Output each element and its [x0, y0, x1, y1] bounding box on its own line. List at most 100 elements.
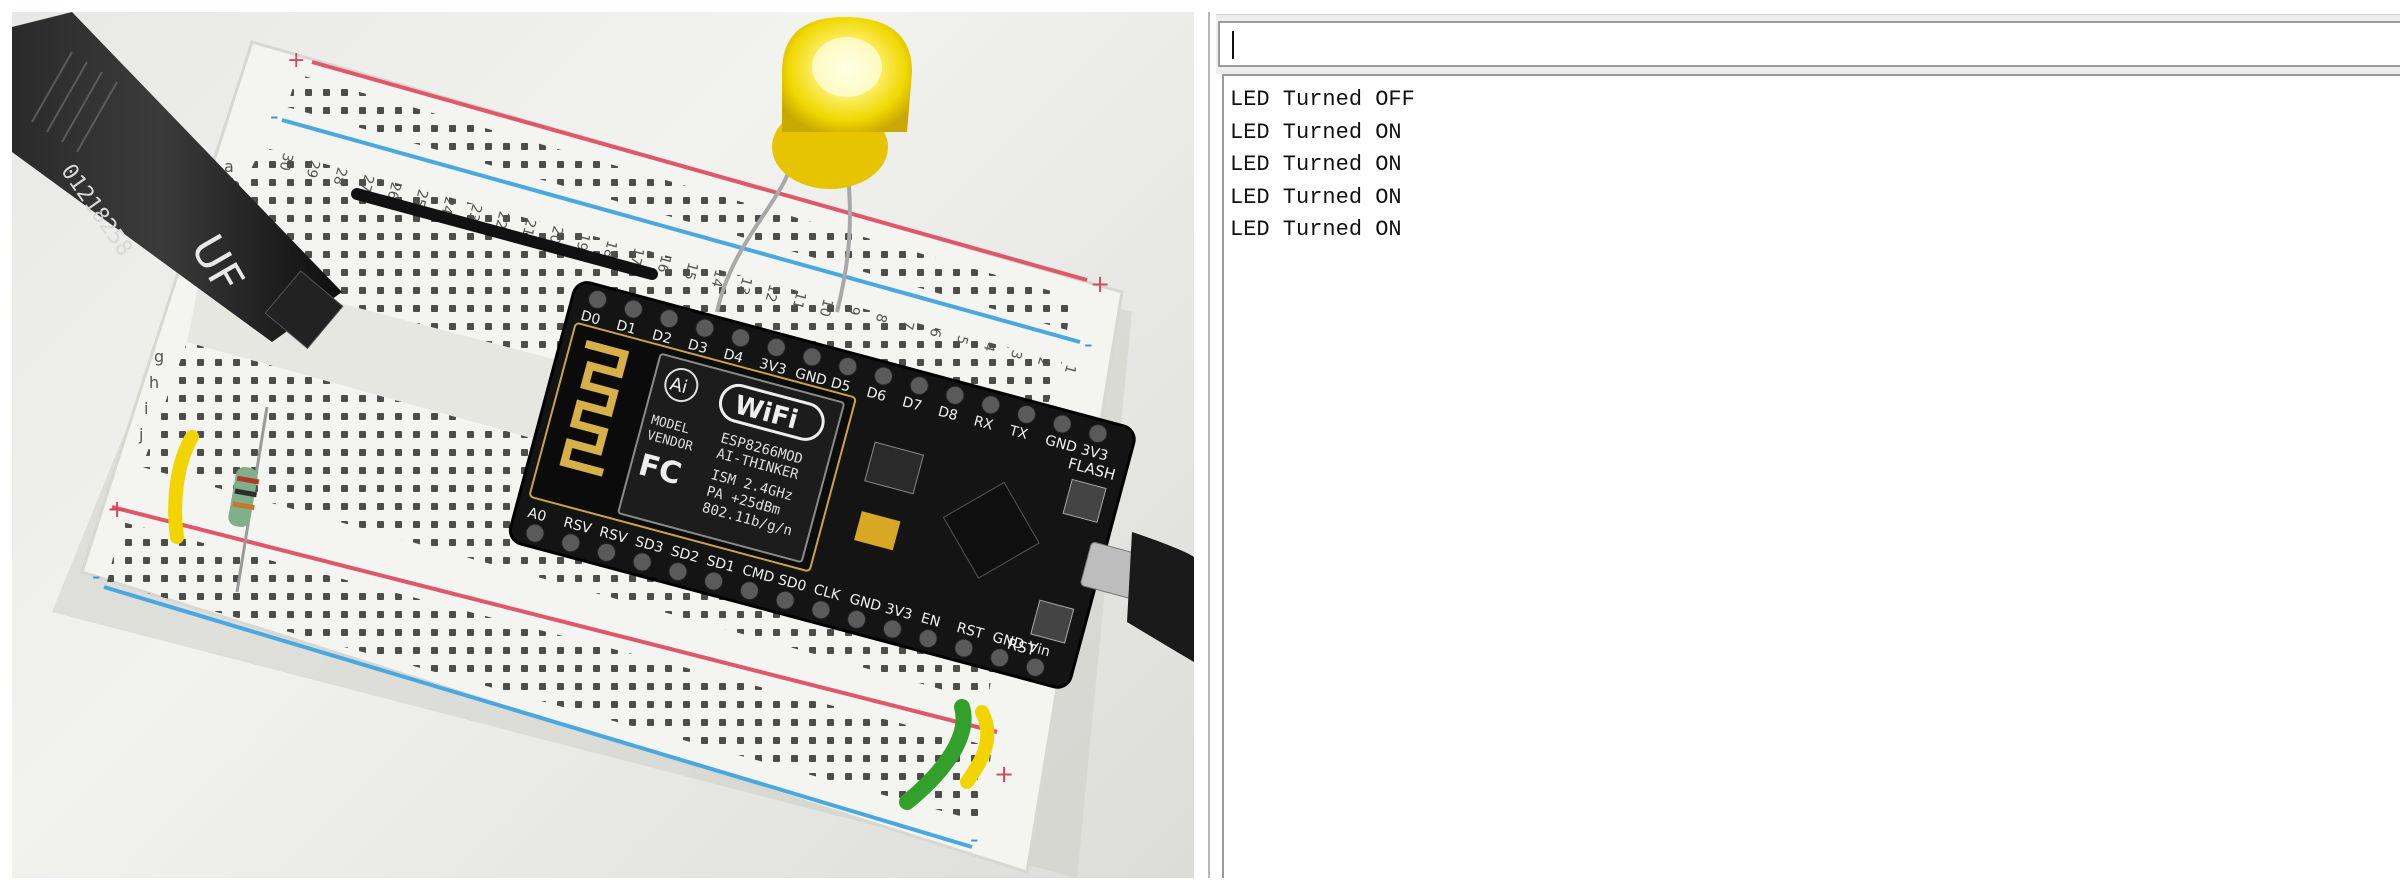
- breadboard-row-number: 9: [845, 304, 863, 317]
- breadboard-row-number: 15: [681, 260, 701, 281]
- serial-output-line: LED Turned ON: [1230, 119, 1402, 145]
- pin-label: SD2: [669, 543, 701, 566]
- header-pin: [909, 376, 929, 396]
- serial-output-area[interactable]: LED Turned OFF LED Turned ON LED Turned ON…: [1222, 74, 2400, 878]
- text-caret: [1232, 31, 1234, 59]
- header-pin: [981, 395, 1001, 415]
- breadboard-row-number: 1: [1061, 363, 1079, 376]
- antenna-trace: [559, 340, 630, 477]
- serial-output-line: LED Turned OFF: [1230, 87, 1415, 112]
- header-pin: [874, 366, 894, 386]
- header-pin: [739, 581, 759, 601]
- pin-label: D6: [865, 385, 888, 406]
- serial-send-input[interactable]: [1218, 21, 2400, 67]
- resistor: [228, 406, 269, 593]
- pin-label: D4: [722, 346, 745, 367]
- breadboard-row-number: 29: [303, 158, 323, 179]
- pin-label: TX: [1007, 423, 1030, 444]
- header-pin: [632, 552, 652, 572]
- header-pin: [775, 590, 795, 610]
- pin-label: D1: [615, 318, 638, 339]
- rail-plus-top-right: +: [1090, 270, 1110, 298]
- breadboard-row-number: 13: [735, 275, 755, 296]
- serial-output-line: LED Turned ON: [1230, 152, 1402, 177]
- voltage-regulator: [864, 441, 925, 495]
- breadboard-row-number: 17: [627, 246, 647, 267]
- header-pin: [802, 347, 822, 367]
- breadboard-row-number: 18: [600, 239, 620, 260]
- breadboard-row-number: 6: [926, 326, 944, 339]
- rail-plus-bottom-left: +: [107, 495, 127, 523]
- header-pin: [766, 337, 786, 357]
- pin-label: RST: [955, 620, 986, 643]
- header-pin: [525, 523, 545, 543]
- header-pin: [945, 385, 965, 405]
- black-wire: [351, 188, 658, 280]
- rail-minus-bottom-right: -: [970, 825, 979, 853]
- header-pin: [1025, 657, 1045, 677]
- breadboard-row-number: 27: [357, 173, 377, 194]
- pin-label: D7: [900, 394, 923, 415]
- breadboard-row-number: 25: [411, 187, 431, 208]
- breadboard-row-number: 21: [519, 217, 539, 238]
- serial-monitor: LED Turned OFF LED Turned ON LED Turned ON…: [1208, 12, 2400, 878]
- breadboard-row-number: 20: [546, 224, 566, 245]
- header-pin: [659, 309, 679, 329]
- breadboard-row-number: 5: [953, 333, 971, 346]
- header-pin: [1088, 424, 1108, 444]
- tantalum-capacitor: [854, 511, 901, 551]
- header-pin: [990, 648, 1010, 668]
- breadboard-column-letter: j: [138, 425, 143, 444]
- rail-minus-bottom-left: -: [92, 562, 101, 590]
- header-pin: [954, 638, 974, 658]
- marker-pen: UF 01218258: [12, 12, 344, 350]
- header-pin: [1016, 404, 1036, 424]
- rail-plus-bottom-right: +: [994, 760, 1014, 788]
- breadboard-row-number: 3: [1007, 348, 1025, 361]
- pin-label: EN: [919, 610, 942, 630]
- header-pin: [704, 571, 724, 591]
- breadboard-row-number: 2: [1034, 355, 1052, 368]
- breadboard-row-number: 12: [762, 282, 782, 303]
- breadboard-row-number: 19: [573, 231, 593, 252]
- header-pin: [1052, 414, 1072, 434]
- pin-label: SD3: [633, 534, 665, 557]
- pin-label: CLK: [812, 582, 843, 605]
- breadboard-row-number: 26: [384, 180, 404, 201]
- header-pin: [811, 600, 831, 620]
- breadboard-row-number: 11: [789, 290, 809, 311]
- green-jumper: [899, 699, 972, 810]
- usb-cable: [1127, 532, 1194, 662]
- led-leg-long: [715, 161, 794, 313]
- header-pin: [918, 629, 938, 649]
- wifi-logo-icon: [719, 383, 825, 441]
- breadboard-row-number: 7: [899, 319, 917, 332]
- breadboard-column-letter: g: [154, 347, 164, 366]
- breadboard-row-number: 23: [465, 202, 485, 223]
- pin-label: D8: [936, 404, 959, 425]
- header-pin: [588, 289, 608, 309]
- header-pin: [695, 318, 715, 338]
- header-pin: [847, 609, 867, 629]
- yellow-led: [772, 17, 912, 189]
- breadboard-row-number: 10: [816, 297, 836, 318]
- breadboard-row-number: 30: [276, 151, 296, 172]
- push-button: [264, 270, 344, 350]
- header-pin: [668, 562, 688, 582]
- breadboard-row-number: 24: [438, 195, 458, 216]
- pin-label: RSV: [562, 515, 594, 538]
- pin-label: RSV: [597, 524, 629, 547]
- header-pin: [596, 542, 616, 562]
- pin-label: 3V3: [1079, 442, 1110, 465]
- pin-label: A0: [526, 505, 548, 525]
- breadboard-column-letter: a: [224, 157, 234, 176]
- ai-logo-icon: [664, 368, 699, 403]
- breadboard-row-number: 16: [654, 253, 674, 274]
- send-bar: [1216, 14, 2400, 74]
- rst-button: [1030, 599, 1075, 644]
